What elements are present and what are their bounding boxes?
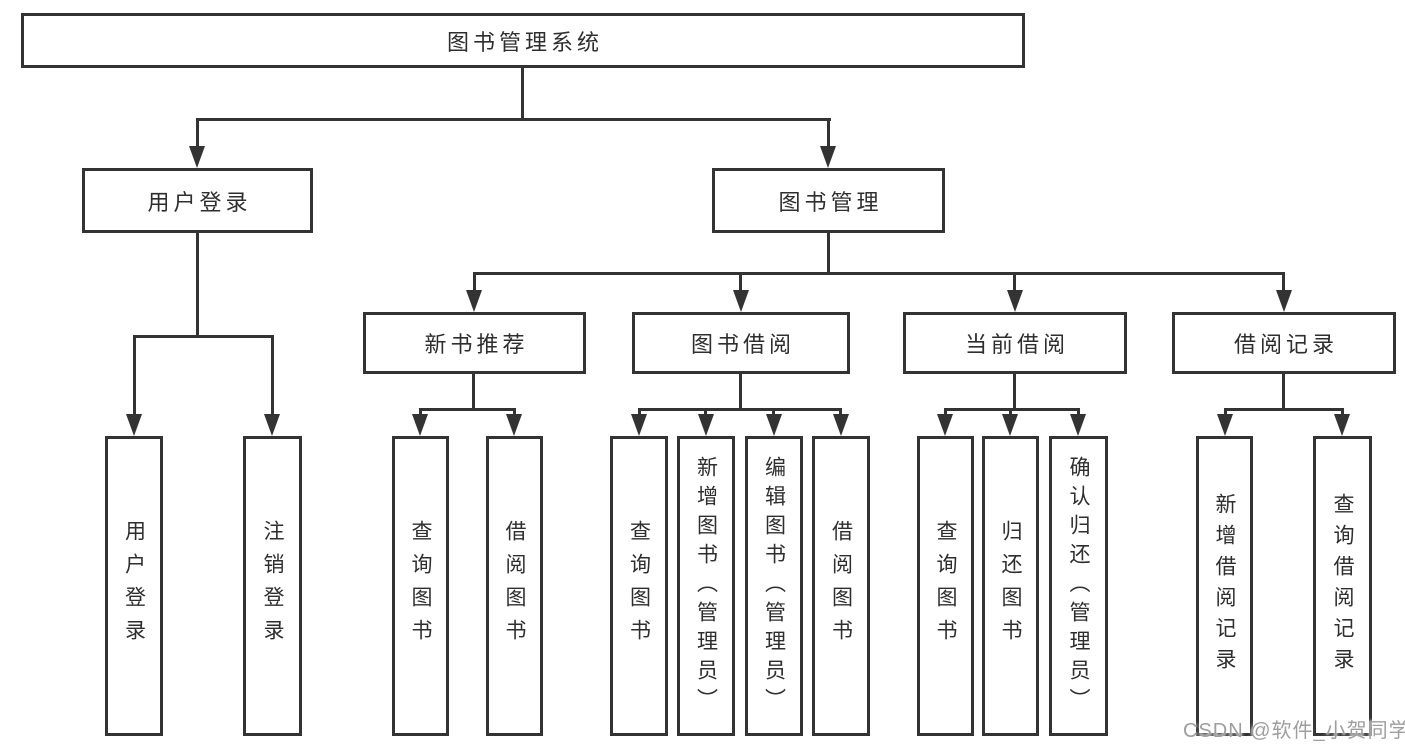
leaf-bb-edit-books-admin-label: 编辑图书（管理员） [762, 455, 786, 717]
connector-stub-bb3 [772, 408, 775, 416]
connector-stub-nb2 [513, 408, 516, 416]
node-new-book-rec: 新书推荐 [363, 312, 586, 374]
node-borrow-records: 借阅记录 [1172, 312, 1396, 374]
arrow-to-login [126, 414, 142, 436]
connector-user-login-stem [196, 233, 199, 335]
arrow-to-br-add [1217, 414, 1233, 436]
leaf-bb-query-books-label: 查询图书 [627, 520, 651, 652]
arrow-to-book-mgmt [820, 146, 836, 168]
arrow-to-current-borrow [1007, 290, 1023, 312]
connector-current-borrow-branch [944, 408, 1080, 411]
node-leaf-bb-query-books: 查询图书 [610, 436, 668, 736]
node-borrow-records-label: 借阅记录 [1233, 332, 1338, 357]
arrow-to-br-query [1334, 414, 1350, 436]
node-leaf-cb-query-books: 查询图书 [917, 436, 974, 736]
arrow-to-new-book [466, 290, 482, 312]
arrow-to-nb-query [412, 414, 428, 436]
node-leaf-bb-add-books-admin: 新增图书（管理员） [677, 436, 735, 736]
connector-stub-bb4 [839, 408, 842, 416]
node-leaf-br-query-record: 查询借阅记录 [1313, 436, 1372, 736]
connector-to-new-book [473, 272, 476, 292]
leaf-nb-query-books-label: 查询图书 [409, 520, 432, 652]
connector-book-mgmt-stem [827, 233, 830, 272]
leaf-cb-query-books-label: 查询图书 [934, 520, 957, 652]
connector-to-book-borrow [739, 272, 742, 292]
connector-stub-br2 [1341, 408, 1344, 416]
connector-new-book-branch [419, 408, 516, 411]
arrow-to-cb-query [937, 414, 953, 436]
connector-stub-cb2 [1009, 408, 1012, 416]
arrow-to-user-login [189, 146, 205, 168]
node-leaf-nb-borrow-books: 借阅图书 [486, 436, 543, 736]
connector-to-current-borrow [1013, 272, 1016, 292]
connector-new-book-stem [472, 374, 475, 408]
connector-stub-cb1 [944, 408, 947, 416]
leaf-user-login-label: 用户登录 [122, 520, 146, 652]
connector-borrow-records-stem [1282, 374, 1285, 408]
node-book-mgmt: 图书管理 [712, 168, 945, 233]
node-leaf-logout: 注销登录 [243, 436, 302, 736]
node-current-borrow: 当前借阅 [903, 312, 1127, 374]
connector-borrow-records-branch [1224, 408, 1344, 411]
leaf-cb-confirm-return-admin-label: 确认归还（管理员） [1067, 455, 1090, 717]
connector-stub-cb3 [1077, 408, 1080, 416]
node-leaf-nb-query-books: 查询图书 [392, 436, 449, 736]
node-book-borrow: 图书借阅 [632, 312, 850, 374]
leaf-bb-borrow-books-label: 借阅图书 [829, 520, 853, 652]
connector-to-logout [271, 335, 274, 416]
arrow-to-logout [264, 414, 280, 436]
node-user-login: 用户登录 [82, 168, 313, 233]
node-user-login-label: 用户登录 [147, 189, 252, 215]
arrow-to-cb-return [1002, 414, 1018, 436]
node-current-borrow-label: 当前借阅 [964, 332, 1069, 357]
connector-book-borrow-stem [739, 374, 742, 408]
node-book-mgmt-label: 图书管理 [778, 189, 883, 215]
arrow-to-bb-query [631, 414, 647, 436]
connector-stub-br1 [1224, 408, 1227, 416]
leaf-bb-add-books-admin-label: 新增图书（管理员） [694, 455, 718, 717]
arrow-to-bb-add [698, 414, 714, 436]
arrow-to-book-borrow [733, 290, 749, 312]
node-root-system: 图书管理系统 [21, 13, 1025, 68]
node-leaf-bb-borrow-books: 借阅图书 [812, 436, 870, 736]
node-leaf-br-add-record: 新增借阅记录 [1196, 436, 1253, 736]
connector-to-login [133, 335, 136, 416]
connector-current-borrow-stem [1013, 374, 1016, 408]
arrow-to-cb-confirm [1070, 414, 1086, 436]
arrow-to-nb-borrow [506, 414, 522, 436]
arrow-to-borrow-records [1276, 290, 1292, 312]
leaf-br-add-record-label: 新增借阅记录 [1213, 493, 1236, 679]
node-root-label: 图书管理系统 [446, 29, 603, 55]
connector-to-borrow-records [1282, 272, 1285, 292]
leaf-nb-borrow-books-label: 借阅图书 [503, 520, 526, 652]
node-new-book-rec-label: 新书推荐 [424, 332, 529, 357]
node-leaf-user-login: 用户登录 [105, 436, 163, 736]
node-book-borrow-label: 图书借阅 [690, 332, 795, 357]
node-leaf-bb-edit-books-admin: 编辑图书（管理员） [745, 436, 803, 736]
arrow-to-bb-edit [766, 414, 782, 436]
connector-stub-nb1 [419, 408, 422, 416]
connector-to-user-login [196, 118, 199, 150]
connector-to-book-mgmt [827, 118, 830, 150]
connector-root-stem [521, 68, 524, 118]
connector-user-login-branch [133, 335, 274, 338]
connector-stub-bb2 [704, 408, 707, 416]
leaf-br-query-record-label: 查询借阅记录 [1331, 493, 1354, 679]
node-leaf-cb-return-books: 归还图书 [982, 436, 1039, 736]
connector-book-borrow-branch [638, 408, 842, 411]
connector-stub-bb1 [638, 408, 641, 416]
leaf-logout-label: 注销登录 [261, 520, 284, 652]
node-leaf-cb-confirm-return-admin: 确认归还（管理员） [1049, 436, 1108, 736]
connector-root-branch [196, 118, 831, 121]
csdn-watermark: CSDN @软件_小贺同学 [1183, 720, 1405, 742]
connector-book-mgmt-branch [473, 272, 1285, 275]
arrow-to-bb-borrow [833, 414, 849, 436]
leaf-cb-return-books-label: 归还图书 [999, 520, 1022, 652]
